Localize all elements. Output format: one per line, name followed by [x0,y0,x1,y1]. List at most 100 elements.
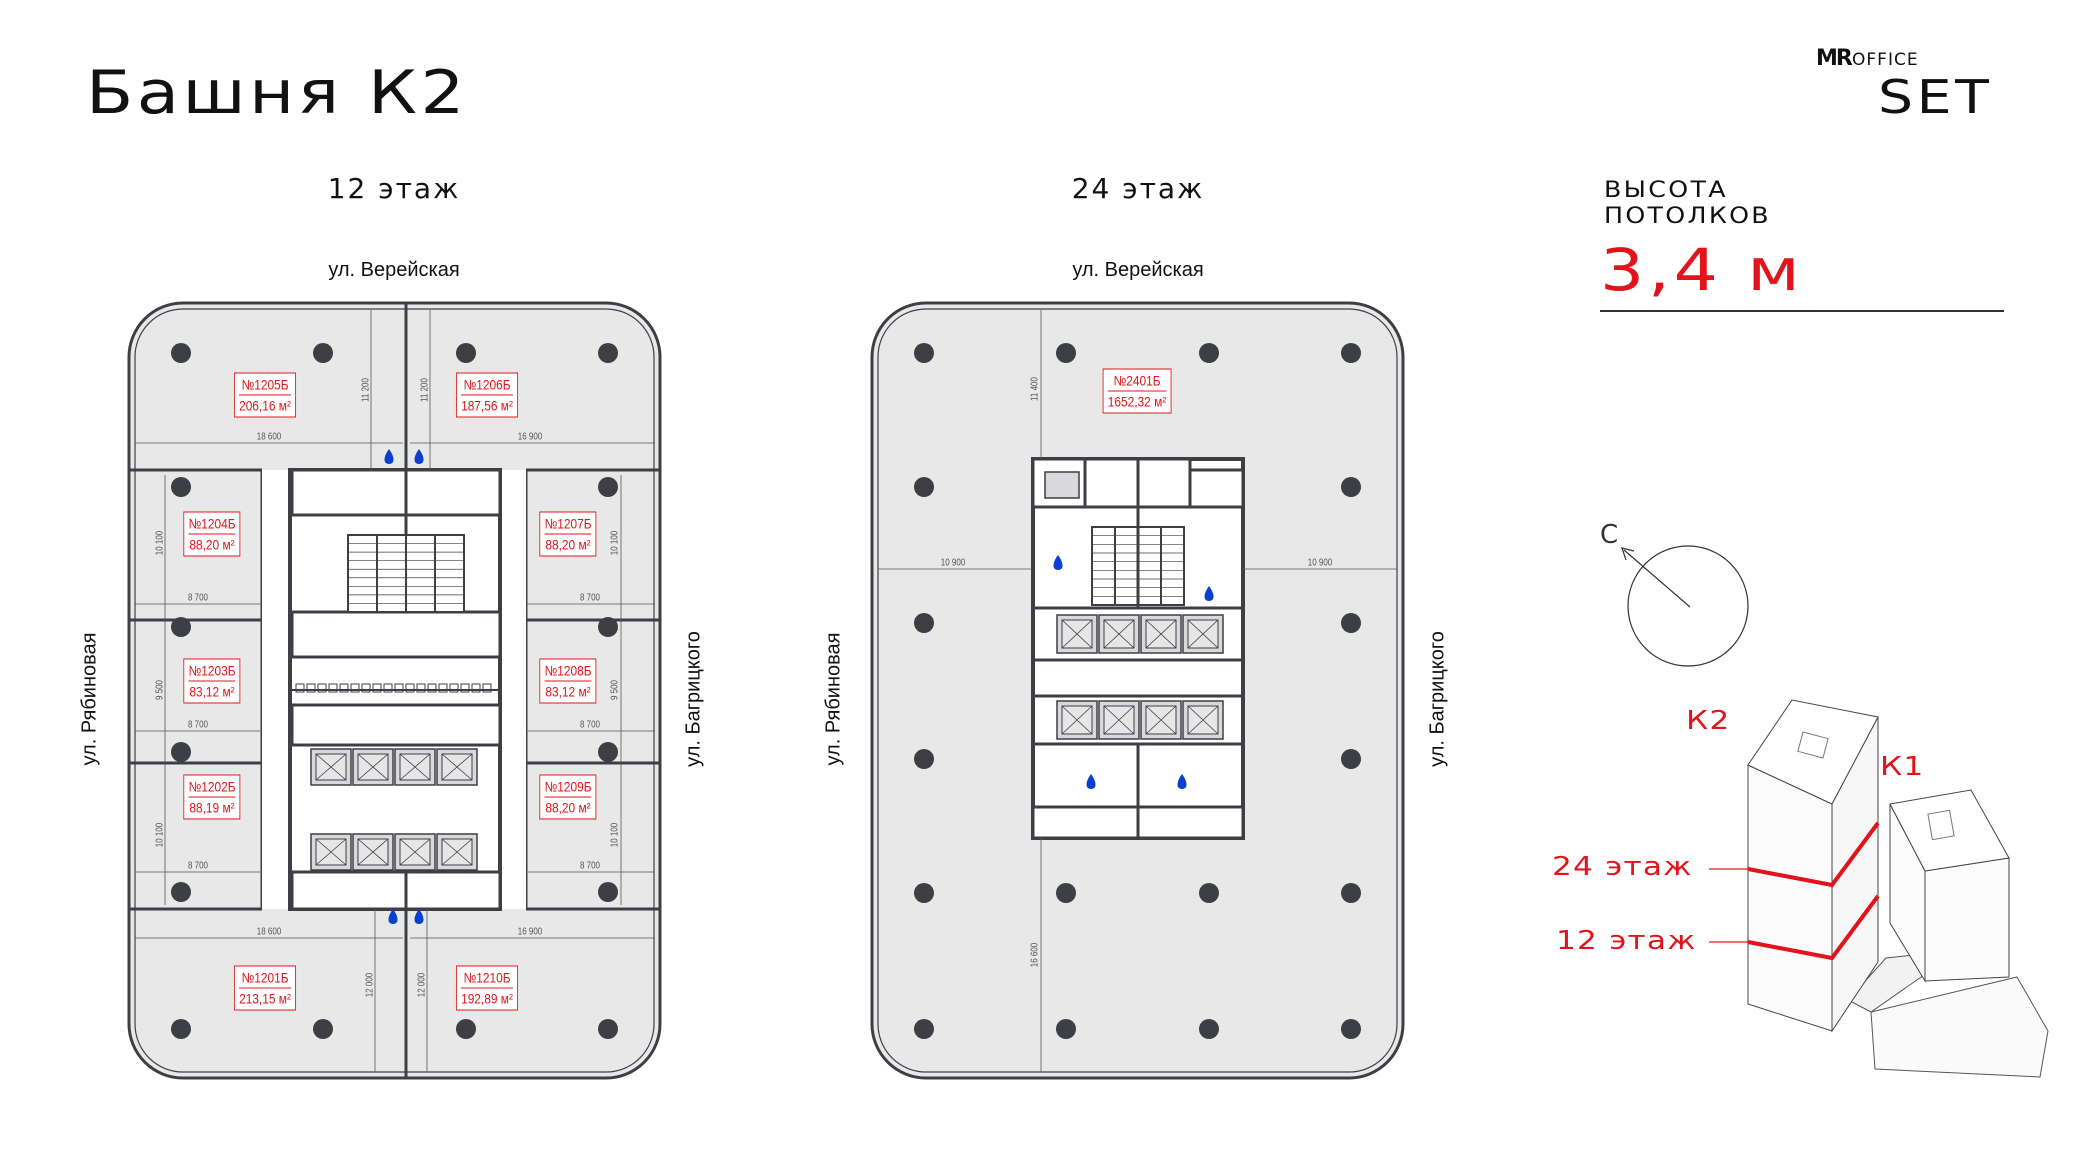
compass-arrow-icon [1623,549,1691,608]
ceiling-label-line1: ВЫСОТА [1604,178,1728,203]
elevator-cross [441,838,473,866]
column [313,343,333,363]
unit-area: 83,12 м² [189,683,235,700]
unit-number: №1205Б [239,376,291,396]
column [1056,1019,1076,1039]
floor12-heading: 12 этаж [327,172,461,205]
column [1199,343,1219,363]
floor12-marker-label: 12 этаж [1556,926,1697,956]
elevator-cross [399,753,431,781]
unit-area: 88,19 м² [189,799,235,816]
unit-number: №1206Б [461,376,513,396]
column [914,883,934,903]
column [1056,343,1076,363]
unit-area: 213,15 м² [239,990,291,1007]
water-drop-icon [384,449,394,464]
unit-number: №1201Б [239,969,291,989]
unit-area: 83,12 м² [545,683,591,700]
compass-arrowhead-icon [1621,547,1635,561]
k2-front-face [1747,764,1833,1032]
service-lift [1044,471,1080,499]
wc-fixture [405,683,415,693]
dimension-label: 8 700 [579,592,601,604]
floor12-highlight [1747,894,1880,961]
elevator-cross [1187,705,1219,735]
column [598,1019,618,1039]
dimension-label: 12 000 [364,972,376,998]
wc-fixture [328,683,338,693]
column [171,1019,191,1039]
dimension-label: 8 700 [187,719,209,731]
facade-line [877,308,1398,1073]
column [456,343,476,363]
column [1056,883,1076,903]
unit-number: №1203Б [188,662,236,682]
water-drop-icon [414,909,424,924]
column [171,617,191,637]
unit-number: №1209Б [544,778,592,798]
wc-fixture [482,683,492,693]
column [171,742,191,762]
dimension-label: 16 900 [517,431,543,443]
tower-k1-label: К1 [1880,752,1925,782]
wc-fixture [306,683,316,693]
unit-number: №1208Б [544,662,592,682]
water-drop-icon [414,449,424,464]
dimension-label: 8 700 [579,860,601,872]
ceiling-height-label: ВЫСОТА ПОТОЛКОВ [1604,178,1771,230]
wc-fixture [339,683,349,693]
water-drop-icon [1053,555,1063,570]
podium [1870,976,2049,1078]
logo-mark: MR [1816,46,1853,71]
building-illustration [1709,699,2049,1078]
dimension-label: 10 100 [154,822,166,848]
dimension-label: 8 700 [187,592,209,604]
wc-fixture [438,683,448,693]
k1-roof [1889,789,2010,872]
ceiling-label-line2: ПОТОЛКОВ [1604,204,1771,229]
column [1341,883,1361,903]
elevator-cross [1061,619,1093,649]
floor24-highlight [1747,821,1880,888]
elevator-cross [1103,705,1135,735]
elevator-cross [315,838,347,866]
column [171,343,191,363]
dimension-label: 11 200 [419,378,431,402]
floor24-marker-label: 24 этаж [1552,852,1693,882]
column [1341,1019,1361,1039]
wc-fixture [372,683,382,693]
column [914,477,934,497]
compass-circle [1627,545,1749,667]
column [914,749,934,769]
logo-office: OFFICE [1852,50,1919,70]
ceiling-height-value: 3,4 м [1600,236,1804,304]
column [171,477,191,497]
dimension-label: 10 900 [1307,557,1333,569]
column [1341,749,1361,769]
column [598,343,618,363]
elevator-cross [1187,619,1219,649]
dimension-label: 10 100 [609,822,621,848]
dimension-label: 16 900 [517,926,543,938]
column [598,742,618,762]
core-room [290,468,502,517]
column [1341,477,1361,497]
compass [1621,545,1749,667]
dimension-label: 10 100 [609,530,621,556]
dimension-label: 11 400 [1029,377,1041,401]
floor12-plan [127,301,662,1080]
wc-fixture [361,683,371,693]
facade-line [134,308,655,1073]
wc-fixture [471,683,481,693]
